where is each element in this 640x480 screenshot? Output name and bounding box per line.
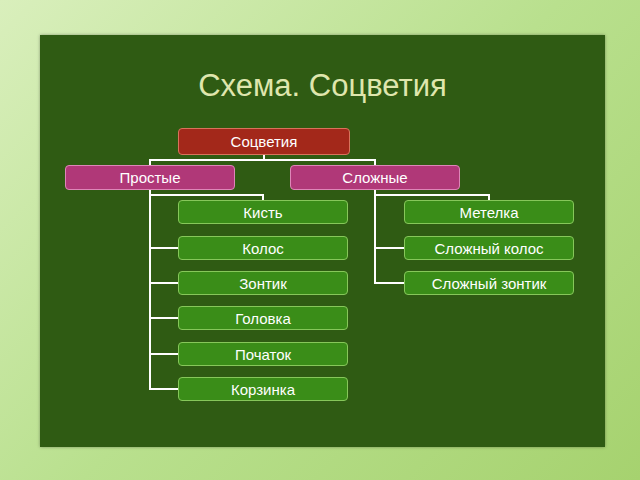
type-box: Кисть (178, 200, 348, 224)
tree-connector (375, 190, 404, 248)
type-box: Головка (178, 306, 348, 330)
tree-connector (150, 155, 264, 165)
tree-connector (150, 190, 178, 318)
type-box: Початок (178, 342, 348, 366)
tree-connector (150, 190, 178, 283)
node-label: Простые (120, 169, 181, 186)
node-label: Сложные (342, 169, 407, 186)
root-box: Соцветия (178, 128, 350, 155)
node-label: Соцветия (231, 133, 298, 150)
node-label: Корзинка (231, 381, 295, 398)
type-box: Корзинка (178, 377, 348, 401)
node-label: Сложный зонтик (432, 275, 547, 292)
node-label: Сложный колос (434, 240, 543, 257)
type-box: Колос (178, 236, 348, 260)
node-label: Колос (242, 240, 284, 257)
node-label: Початок (235, 346, 291, 363)
category-box: Сложные (290, 165, 460, 190)
tree-connector (150, 190, 178, 248)
type-box: Сложный колос (404, 236, 574, 260)
tree-connector (375, 190, 404, 283)
category-box: Простые (65, 165, 235, 190)
tree-connector (150, 190, 178, 389)
type-box: Зонтик (178, 271, 348, 295)
tree-connector (150, 190, 178, 354)
tree-connector (375, 190, 489, 200)
node-label: Кисть (243, 204, 282, 221)
tree-connector (264, 155, 375, 165)
type-box: Метелка (404, 200, 574, 224)
node-label: Метелка (459, 204, 518, 221)
type-box: Сложный зонтик (404, 271, 574, 295)
tree-connector (150, 190, 263, 200)
slide-title: Схема. Соцветия (40, 68, 605, 104)
node-label: Головка (235, 310, 291, 327)
node-label: Зонтик (239, 275, 287, 292)
